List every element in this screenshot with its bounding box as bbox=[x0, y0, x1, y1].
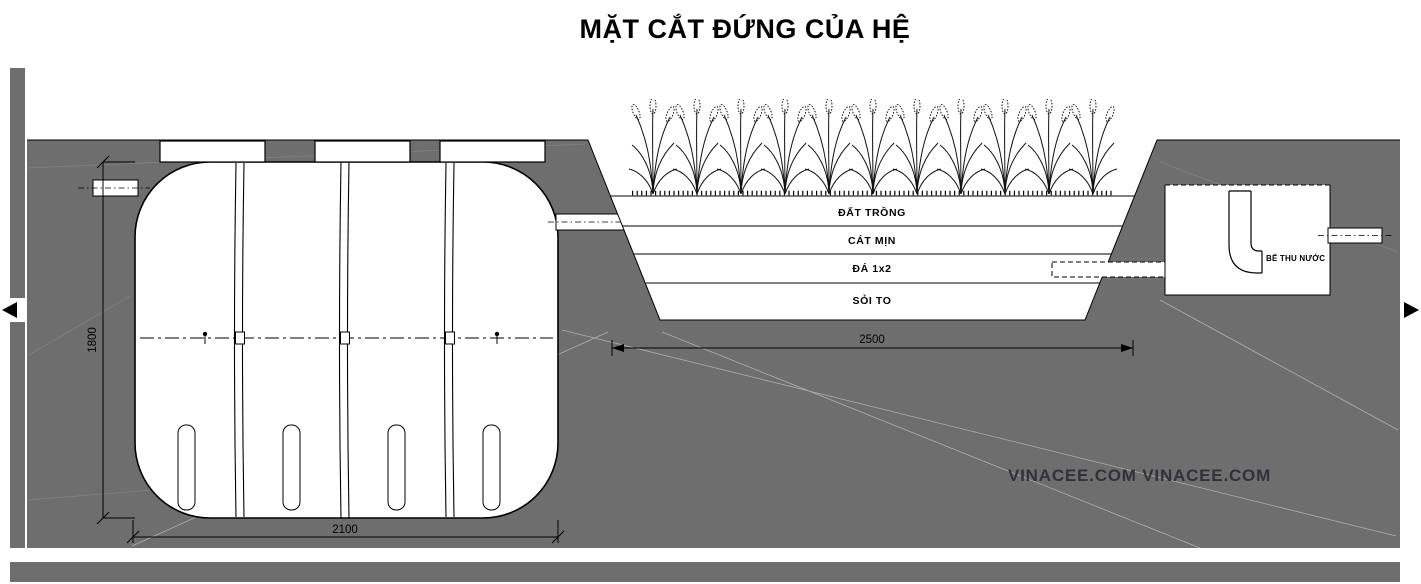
bottom-strip bbox=[10, 562, 1400, 582]
layer-label-gravel: SỎI TO bbox=[853, 294, 892, 307]
page-title: MẶT CẮT ĐỨNG CỦA HỆ bbox=[580, 12, 911, 44]
elbow-pipe bbox=[1228, 190, 1263, 274]
drain-pipe bbox=[1318, 227, 1394, 244]
layer-label-stone: ĐÁ 1x2 bbox=[852, 262, 891, 275]
collection-box-label: BỂ THU NƯỚC bbox=[1266, 254, 1325, 263]
bed-excavation bbox=[588, 140, 1157, 320]
tank-slots bbox=[177, 424, 501, 511]
bed-layer-lines bbox=[610, 195, 1135, 284]
layer-label-fine-sand: CÁT MỊN bbox=[848, 234, 896, 247]
dimension-2500: 2500 bbox=[611, 334, 1134, 356]
dimension-1800: 1800 bbox=[87, 155, 135, 525]
dimension-2500-text: 2500 bbox=[859, 334, 885, 346]
watermark-text: VINACEE.COM VINACEE.COM bbox=[1008, 466, 1271, 485]
bed-layer-labels: ĐẤT TRỒNG CÁT MỊN ĐÁ 1x2 SỎI TO bbox=[838, 206, 906, 307]
layer-label-topsoil: ĐẤT TRỒNG bbox=[838, 206, 906, 219]
dimension-2100: 2100 bbox=[126, 520, 565, 544]
bed-outline bbox=[587, 139, 1158, 321]
wetland-bed: ĐẤT TRỒNG CÁT MỊN ĐÁ 1x2 SỎI TO bbox=[587, 99, 1169, 321]
dimension-1800-text: 1800 bbox=[87, 327, 99, 353]
collection-box: BỂ THU NƯỚC bbox=[1164, 184, 1394, 296]
inlet-pipe bbox=[78, 179, 150, 197]
collection-pipe bbox=[1051, 261, 1169, 278]
tank-centerline bbox=[140, 331, 553, 345]
tank-lids bbox=[159, 140, 546, 163]
collection-box-cavity bbox=[1165, 185, 1330, 295]
section-markers bbox=[0, 298, 1419, 322]
dimension-2100-text: 2100 bbox=[332, 524, 358, 536]
section-arrow-left bbox=[2, 302, 17, 318]
section-arrow-right bbox=[1404, 302, 1419, 318]
